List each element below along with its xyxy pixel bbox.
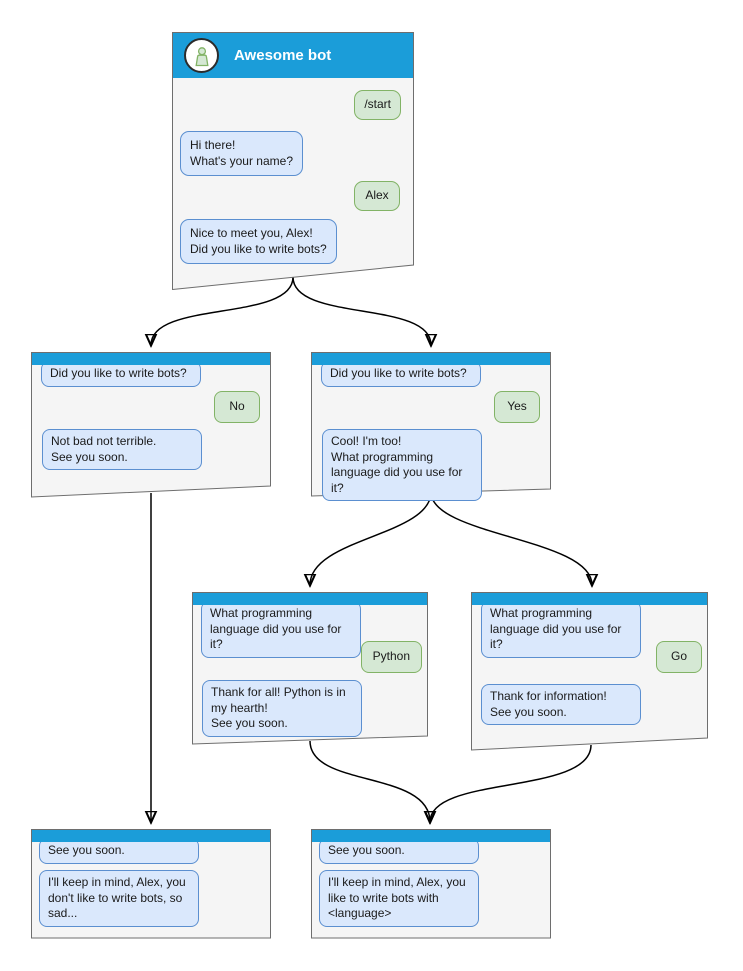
- edge-yes-to-python: [310, 491, 432, 585]
- bot-message-bubble: I'll keep in mind, Alex, you like to wri…: [319, 870, 479, 927]
- bot-message-bubble: What programming language did you use fo…: [481, 601, 641, 658]
- user-message-bubble: Alex: [354, 181, 400, 211]
- chat-header-strip: [32, 353, 270, 365]
- bot-message-bubble: Did you like to write bots?: [321, 361, 481, 387]
- chat-header-strip: [312, 353, 550, 365]
- bot-message-bubble: What programming language did you use fo…: [201, 601, 361, 658]
- edge-python-to-end: [309, 740, 430, 822]
- bot-message-bubble: Cool! I'm too! What programming language…: [322, 429, 482, 502]
- chat-header-strip: [312, 830, 550, 842]
- card-python-branch: What programming language did you use fo…: [192, 592, 428, 745]
- bot-message-bubble: Not bad not terrible. See you soon.: [42, 429, 202, 471]
- card-end-no: See you soon. I'll keep in mind, Alex, y…: [31, 829, 271, 939]
- chat-header-strip: [32, 830, 270, 842]
- bot-message-bubble: Thank for all! Python is in my hearth! S…: [202, 680, 362, 737]
- chat-header-strip: [472, 593, 707, 605]
- user-message-bubble: /start: [354, 90, 401, 120]
- user-message-bubble: Go: [656, 641, 702, 673]
- bot-message-bubble: Nice to meet you, Alex! Did you like to …: [180, 219, 337, 265]
- card-yes-branch: Did you like to write bots? Yes Cool! I'…: [311, 352, 551, 502]
- user-message-bubble: Yes: [494, 391, 540, 423]
- bot-message-bubble: I'll keep in mind, Alex, you don't like …: [39, 870, 199, 927]
- edge-go-to-end: [430, 744, 592, 822]
- avatar: [184, 38, 219, 73]
- bot-message-bubble: Hi there! What's your name?: [180, 131, 304, 177]
- person-icon: [194, 46, 209, 66]
- card-main-chat: Awesome bot /start Hi there! What's your…: [172, 32, 414, 290]
- card-go-branch: What programming language did you use fo…: [471, 592, 708, 751]
- chat-header-strip: [193, 593, 427, 605]
- user-message-bubble: Python: [360, 641, 422, 673]
- card-no-branch: Did you like to write bots? No Not bad n…: [31, 352, 271, 498]
- bot-title: Awesome bot: [234, 47, 332, 64]
- user-message-bubble: No: [214, 391, 260, 423]
- bot-message-bubble: Did you like to write bots?: [41, 361, 201, 387]
- chat-header: Awesome bot: [173, 33, 413, 78]
- bot-message-bubble: Thank for information! See you soon.: [481, 684, 641, 726]
- edge-yes-to-go: [430, 491, 592, 585]
- card-end-yes: See you soon. I'll keep in mind, Alex, y…: [311, 829, 551, 939]
